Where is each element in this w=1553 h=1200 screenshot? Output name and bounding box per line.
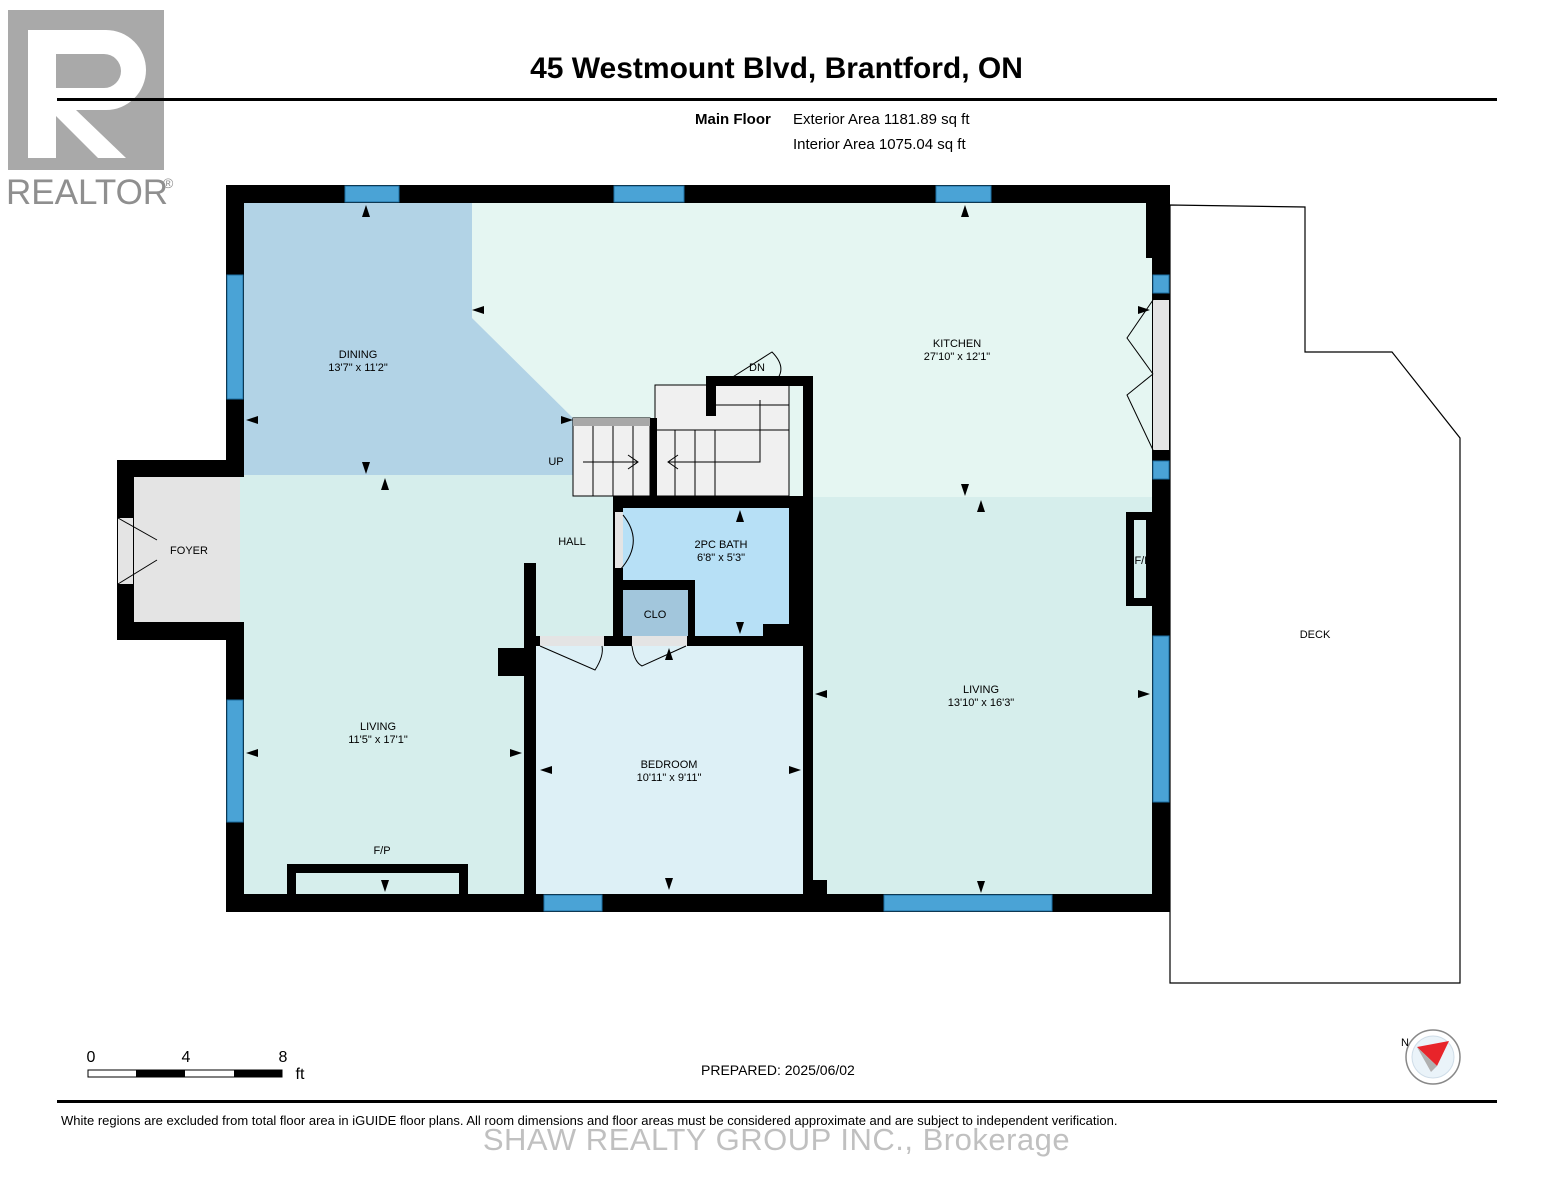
- fireplace-right-label: F/P: [1134, 555, 1151, 567]
- living-right-area: [810, 497, 1160, 895]
- scale-tick-4: 4: [182, 1049, 191, 1066]
- scale-bar: 0 4 8 ft: [87, 1049, 305, 1083]
- foyer-label: FOYER: [170, 545, 208, 557]
- living-left-area: [240, 475, 615, 895]
- stairs-down-label: DN: [749, 362, 765, 374]
- dining-area: [240, 200, 575, 475]
- floor-name: Main Floor: [695, 111, 771, 128]
- brokerage-watermark: SHAW REALTY GROUP INC., Brokerage: [482, 1122, 1071, 1157]
- fireplace-left-label: F/P: [373, 845, 390, 857]
- realtor-logo-mark: REALTOR ®: [6, 10, 174, 212]
- disclaimer-text: White regions are excluded from total fl…: [61, 1113, 1118, 1128]
- exterior-area: Exterior Area 1181.89 sq ft: [793, 111, 970, 128]
- bath-dims: 6'8" x 5'3": [697, 552, 745, 564]
- registered-mark: ®: [163, 175, 174, 191]
- bedroom-dims: 10'11" x 9'11": [637, 772, 702, 784]
- living-right-dims: 13'10" x 16'3": [948, 697, 1015, 709]
- kitchen-area: [240, 200, 1160, 497]
- closet-area: [622, 590, 688, 638]
- hall-label: HALL: [558, 536, 586, 548]
- deck-label: DECK: [1300, 629, 1331, 641]
- foyer-area: [128, 475, 244, 623]
- closet-label: CLO: [644, 609, 667, 621]
- kitchen-label: KITCHEN: [933, 338, 981, 350]
- scale-tick-8: 8: [279, 1049, 288, 1066]
- footer-rule: [57, 1100, 1497, 1103]
- realtor-logo: REALTOR ®: [6, 8, 186, 218]
- page-title: 45 Westmount Blvd, Brantford, ON: [530, 52, 1023, 85]
- bedroom-label: BEDROOM: [641, 759, 698, 771]
- bath-label: 2PC BATH: [695, 539, 748, 551]
- dining-dims: 13'7" x 11'2": [328, 362, 388, 374]
- interior-area: Interior Area 1075.04 sq ft: [793, 136, 966, 153]
- dining-label: DINING: [339, 349, 378, 361]
- realtor-logo-text: REALTOR: [6, 173, 168, 212]
- stairs-up-label: UP: [548, 456, 563, 468]
- living-left-dims: 11'5" x 17'1": [348, 734, 408, 746]
- living-left-label: LIVING: [360, 721, 396, 733]
- bedroom-area: [535, 645, 805, 895]
- compass-icon: N: [1401, 1029, 1461, 1085]
- header-rule: [57, 98, 1497, 101]
- prepared-date: PREPARED: 2025/06/02: [701, 1062, 855, 1078]
- dimension-markers: [246, 205, 1150, 893]
- windows: [226, 185, 1170, 912]
- scale-tick-0: 0: [87, 1049, 96, 1066]
- living-right-label: LIVING: [963, 684, 999, 696]
- compass-north-label: N: [1401, 1037, 1409, 1049]
- deck-outline: [1169, 204, 1461, 984]
- stairs: [572, 384, 790, 497]
- doors: [117, 299, 1169, 671]
- kitchen-dims: 27'10" x 12'1": [924, 351, 991, 363]
- scale-unit: ft: [296, 1066, 305, 1083]
- hall-area: [528, 497, 618, 640]
